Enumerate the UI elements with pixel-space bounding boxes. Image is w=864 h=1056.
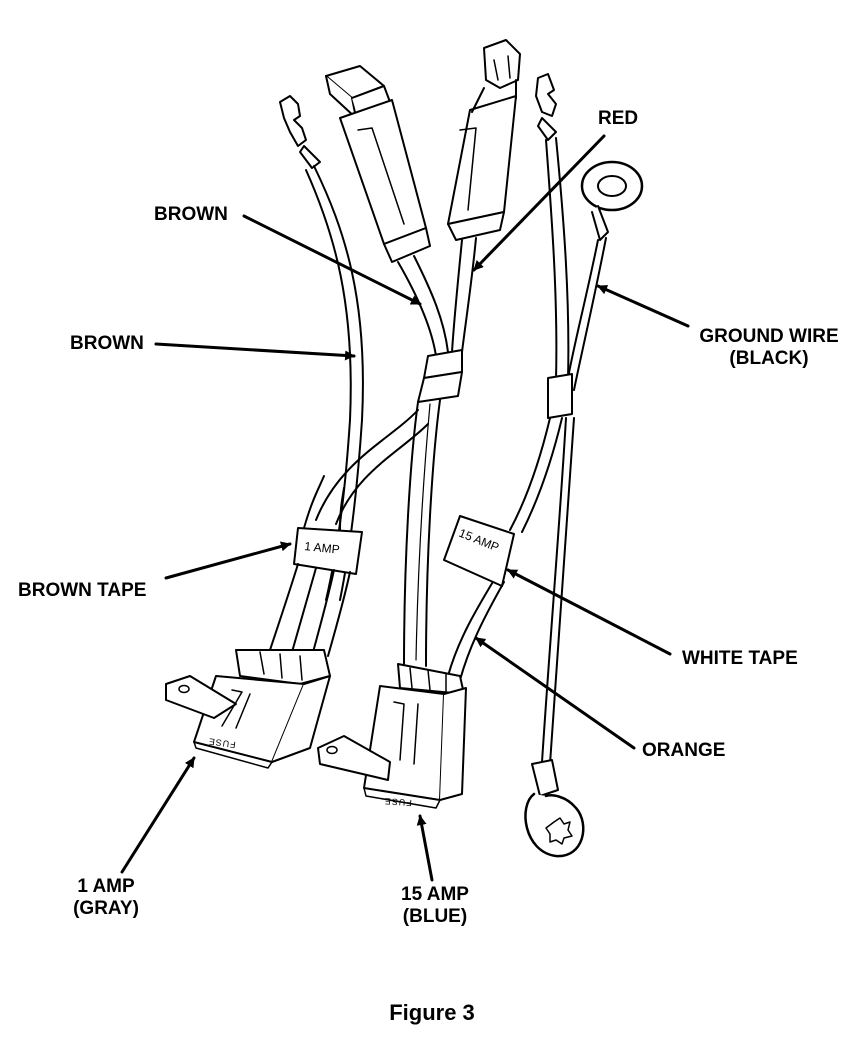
label-white-tape: WHITE TAPE [682, 648, 798, 669]
label-ground-wire-line2: (BLACK) [729, 348, 809, 369]
figure-caption: Figure 3 [389, 1000, 475, 1025]
label-15-amp-blue: 15 AMP (BLUE) [380, 884, 490, 928]
merged-bundle [315, 349, 463, 667]
right-bundle [447, 373, 575, 765]
left-connector [325, 65, 449, 357]
right-fuse-holder [317, 663, 467, 809]
label-brown-upper: BROWN [154, 204, 228, 225]
label-orange: ORANGE [642, 740, 726, 761]
leader-arrows [120, 134, 690, 882]
right-terminal-wire [535, 73, 570, 381]
left-fuse-text: FUSE [207, 736, 236, 750]
middle-connector [447, 39, 521, 353]
brown-tape-text: 1 AMP [304, 539, 341, 557]
brown-tape [269, 475, 363, 657]
label-ground-wire-line1: GROUND WIRE [699, 326, 839, 347]
label-1-amp-gray: 1 AMP (GRAY) [56, 876, 156, 920]
ground-wire [565, 160, 644, 391]
label-brown-left: BROWN [70, 333, 144, 354]
label-ground-wire: GROUND WIRE (BLACK) [694, 326, 844, 370]
label-15-amp-line2: (BLUE) [402, 906, 468, 927]
white-tape [443, 515, 515, 587]
label-1-amp-line1: 1 AMP [77, 876, 135, 897]
label-1-amp-line2: (GRAY) [73, 898, 139, 919]
bottom-ring-terminal [524, 759, 585, 858]
label-15-amp-line1: 15 AMP [401, 884, 469, 905]
left-fuse-holder [165, 649, 331, 769]
right-fuse-text: FUSE [383, 796, 412, 808]
label-brown-tape: BROWN TAPE [18, 580, 147, 601]
left-brown-wire [279, 95, 364, 601]
label-red: RED [598, 108, 639, 129]
